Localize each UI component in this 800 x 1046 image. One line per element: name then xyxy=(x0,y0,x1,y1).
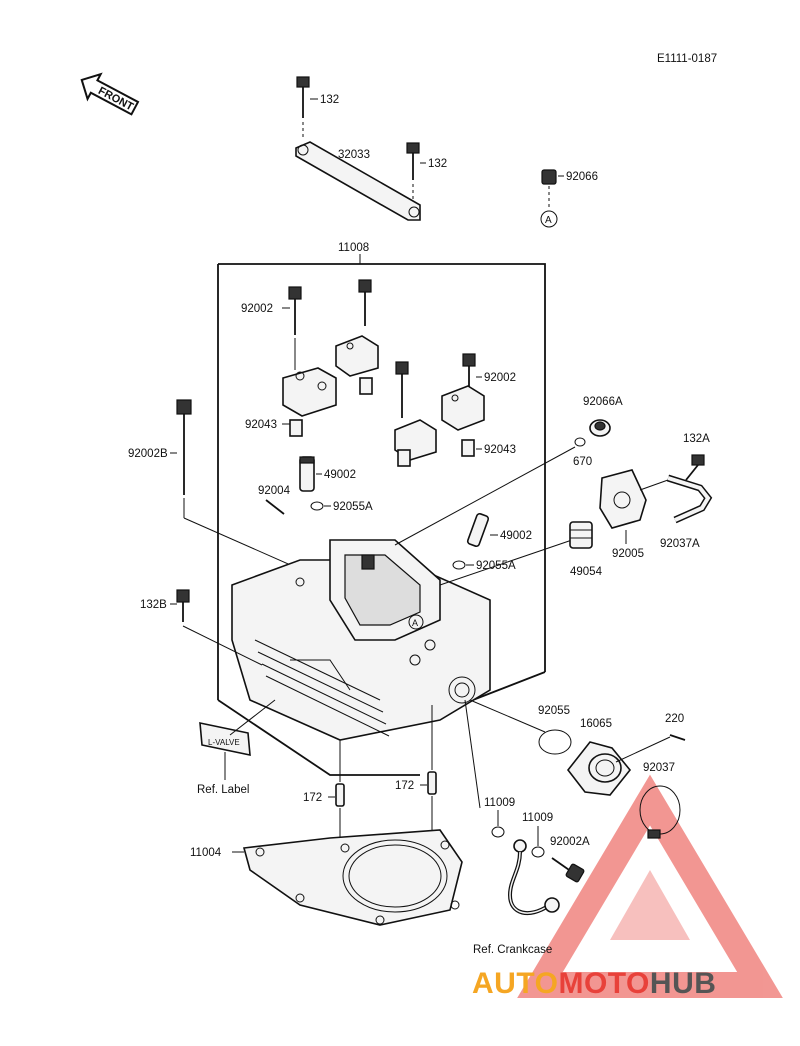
hose-92037a xyxy=(666,474,713,524)
bolt-upper-center xyxy=(358,279,372,326)
label-plate-text: L-VALVE xyxy=(208,738,240,747)
pin-49002-top xyxy=(299,456,315,492)
diagram-code: E1111-0187 xyxy=(657,53,717,65)
callout-132b: 132B xyxy=(140,599,167,611)
thermostat-cover-92005 xyxy=(599,469,647,529)
bolt-92002-left xyxy=(288,286,302,370)
cylinder-head-frame xyxy=(218,263,546,672)
callout-92002-right: 92002 xyxy=(484,372,516,384)
callout-49054: 49054 xyxy=(570,566,603,578)
oil-pipe xyxy=(507,839,560,916)
callout-92005: 92005 xyxy=(612,548,644,560)
callout-132-right: 132 xyxy=(428,158,447,170)
callout-132a: 132A xyxy=(683,433,710,445)
watermark-auto: AUTO xyxy=(472,967,558,1000)
circle-ref-a-top: A xyxy=(545,215,552,226)
callout-670: 670 xyxy=(573,456,592,468)
callout-92002b: 92002B xyxy=(128,448,168,460)
callout-49002-top: 49002 xyxy=(324,469,356,481)
callout-92037a: 92037A xyxy=(660,538,700,550)
callout-220: 220 xyxy=(665,713,684,725)
intake-16065 xyxy=(566,741,632,796)
watermark-moto: MOTO xyxy=(558,967,649,1000)
bolt-132-top xyxy=(296,76,310,140)
bolt-mid xyxy=(395,361,409,418)
stud-92004 xyxy=(265,499,285,515)
circle-ref-a-head: A xyxy=(412,618,418,628)
thermostat-49054 xyxy=(569,521,593,549)
callout-92002a: 92002A xyxy=(550,836,590,848)
head-gasket-11004 xyxy=(242,829,463,926)
plug-92066a xyxy=(589,419,611,437)
callout-92066: 92066 xyxy=(566,171,598,183)
screw-220 xyxy=(669,734,686,741)
callout-49002-mid: 49002 xyxy=(500,530,532,542)
callout-172-right: 172 xyxy=(395,780,414,792)
ref-label: Ref. Label xyxy=(197,784,249,796)
callout-92043-right: 92043 xyxy=(484,444,516,456)
callout-132-top: 132 xyxy=(320,94,339,106)
callout-92037: 92037 xyxy=(643,762,675,774)
clamp-92037 xyxy=(639,785,681,839)
callout-92043-left: 92043 xyxy=(245,419,277,431)
svg-text:AUTOMOTOHUB: AUTOMOTOHUB xyxy=(472,967,716,1000)
callout-92002-left: 92002 xyxy=(241,303,273,315)
pin-49002-mid xyxy=(466,512,490,548)
label-plate: L-VALVE xyxy=(199,721,251,757)
dowel-172-left xyxy=(335,740,345,840)
bolt-132a xyxy=(685,454,705,481)
callout-92055a-top: 92055A xyxy=(333,501,373,513)
callout-11009-b: 11009 xyxy=(522,812,553,824)
callout-172-left: 172 xyxy=(303,792,322,804)
dowel-172-right xyxy=(427,705,437,860)
watermark-text: AUTOMOTOHUB xyxy=(472,967,716,1000)
watermark-logo xyxy=(517,774,783,998)
bolt-92002b xyxy=(176,399,192,518)
bolt-132-right xyxy=(406,142,420,202)
callout-16065: 16065 xyxy=(580,718,612,730)
bolt-92002a xyxy=(551,857,585,883)
ref-crankcase: Ref. Crankcase xyxy=(473,944,552,956)
callout-11008: 11008 xyxy=(338,242,369,254)
callout-92004: 92004 xyxy=(258,485,291,497)
watermark-hub: HUB xyxy=(650,967,717,1000)
front-arrow-icon: FRONT xyxy=(80,72,140,116)
callout-11004: 11004 xyxy=(190,847,222,859)
callout-32033: 32033 xyxy=(338,149,370,161)
camshaft-cap-right xyxy=(441,385,485,431)
camshaft-cap-center xyxy=(335,335,379,377)
bolt-132b xyxy=(176,589,190,622)
stay-32033 xyxy=(295,141,421,221)
plug-92066 xyxy=(541,169,557,208)
callout-11009-a: 11009 xyxy=(484,797,515,809)
cylinder-head xyxy=(231,539,491,741)
camshaft-cap-left xyxy=(282,367,337,417)
callout-92055: 92055 xyxy=(538,705,570,717)
callout-92066a: 92066A xyxy=(583,396,623,408)
